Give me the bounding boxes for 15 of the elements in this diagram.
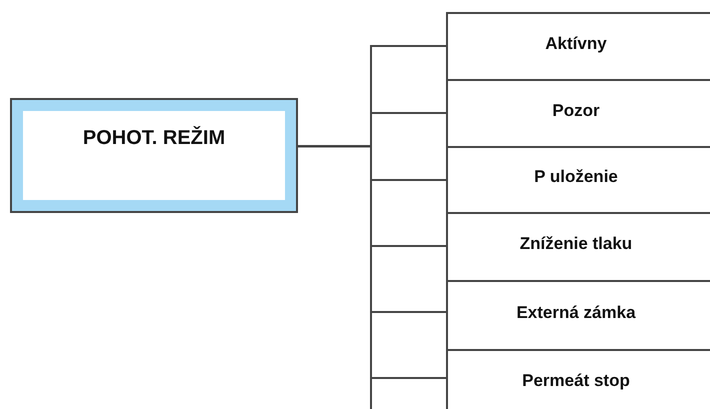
menu-item-box [446,349,710,409]
box-label: Aktívny [545,34,607,54]
menu-item-box [446,280,710,349]
connector-line [298,145,446,379]
box-label: POHOT. REŽIM [82,127,226,150]
box-label: Pozor [552,100,600,120]
box-label: Externá zámka [516,302,636,322]
box-label: Zníženie tlaku [520,234,632,254]
mode-box [10,98,298,213]
menu-item-box [446,146,710,212]
menu-item-box [446,212,710,280]
menu-item-box [446,79,710,146]
box-label: P uloženie [534,167,618,187]
box-label: Permeát stop [522,371,630,391]
menu-item-box [446,12,710,79]
